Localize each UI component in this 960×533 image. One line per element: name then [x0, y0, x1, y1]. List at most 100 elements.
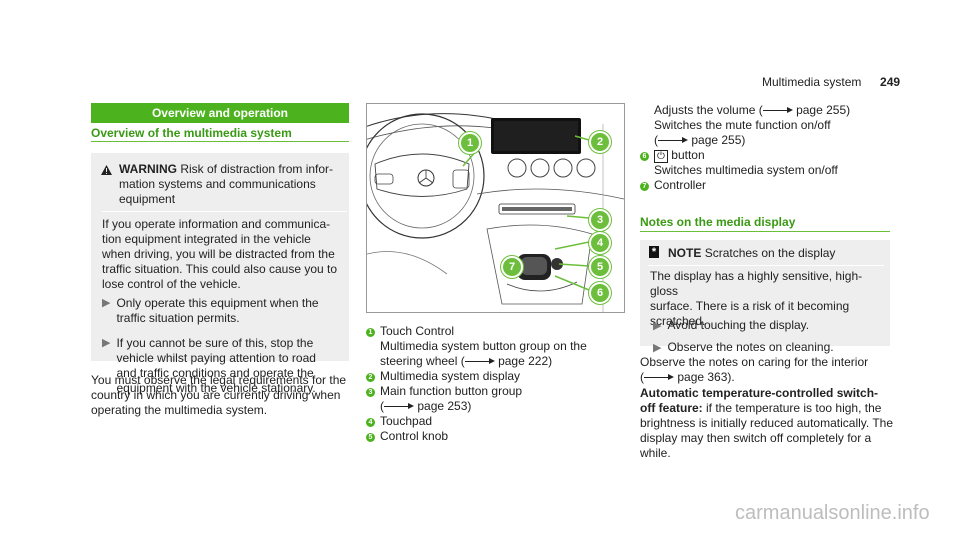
legend-number: 3	[366, 388, 375, 397]
para-line: if the temperature is too high, the	[702, 401, 882, 415]
dashboard-illustration	[367, 113, 624, 312]
warning-body-line: when driving, you will be distracted fro…	[102, 247, 335, 261]
para-line: country in which you are currently drivi…	[91, 388, 341, 402]
arrow-bullet-icon: ▶	[102, 337, 111, 349]
legend-number: 7	[640, 182, 649, 191]
legend-text: Controller	[654, 178, 707, 192]
page-reference-arrow-icon	[762, 107, 793, 114]
bullet-line: equipment with the vehicle stationary.	[116, 381, 316, 395]
section-bar: Overview and operation	[91, 103, 349, 123]
note-asterisk-icon: *	[649, 246, 659, 258]
note-label: NOTE	[668, 246, 702, 260]
legend-item-3: 3 Main function button group ( page 253)	[366, 384, 626, 414]
bullet-line: traffic situation permits.	[116, 311, 240, 325]
running-header: Multimedia system 249	[762, 75, 900, 90]
para-line: brightness is initially reduced automati…	[640, 416, 894, 430]
arrow-bullet-icon: ▶	[653, 342, 662, 354]
subheading: Overview of the multimedia system	[91, 126, 292, 140]
bullet-line: If you cannot be sure of this, stop the	[116, 336, 314, 350]
legend-item-5: 5 Control knob	[366, 429, 626, 444]
legend-text: Multimedia system display	[380, 369, 521, 383]
warning-box: WARNING Risk of distraction from infor- …	[91, 153, 349, 395]
legend-item-4: 4 Touchpad	[366, 414, 626, 429]
callout-1: 1	[459, 132, 481, 154]
para-line: Observe the notes on caring for the inte…	[640, 355, 869, 369]
note-box: * NOTE Scratches on the display The disp…	[640, 240, 890, 354]
page-reference-arrow-icon	[644, 374, 674, 381]
legend-item-6: 6 ⏻ button	[640, 148, 890, 163]
note-body-line: The display has a highly sensitive, high…	[650, 269, 863, 298]
callout-3: 3	[589, 209, 611, 231]
warning-body-line: tion equipment integrated in the vehicle	[102, 232, 311, 246]
legend-item-1: 1 Touch Control Multimedia system button …	[366, 324, 626, 369]
warning-lead: Risk of distraction from infor-	[180, 162, 334, 176]
page-reference[interactable]: page 363).	[677, 370, 735, 384]
notes-heading: Notes on the media display	[640, 215, 796, 229]
bullet-line: Observe the notes on cleaning.	[667, 340, 834, 354]
para-line: You must observe the legal requirements …	[91, 373, 347, 387]
watermark: carmanualsonline.info	[735, 502, 930, 524]
legend-item-7: 7 Controller	[640, 178, 890, 193]
header-section: Multimedia system	[762, 75, 862, 89]
callout-4: 4	[589, 232, 611, 254]
arrow-bullet-icon: ▶	[653, 320, 662, 332]
callout-2: 2	[589, 131, 611, 153]
legal-paragraph: You must observe the legal requirements …	[91, 373, 353, 418]
legend-number: 5	[366, 433, 375, 442]
legend-text: steering wheel (	[380, 354, 465, 368]
page-reference-arrow-icon	[658, 137, 688, 144]
warning-triangle-icon	[101, 164, 112, 179]
warning-body-line: If you operate information and communica…	[102, 217, 331, 231]
legend-text: Switches the mute function on/off	[654, 118, 831, 132]
legend-number: 1	[366, 328, 375, 337]
page-reference-arrow-icon	[384, 403, 414, 410]
para-bold: off feature:	[640, 401, 703, 415]
bullet-line: Only operate this equipment when the	[116, 296, 319, 310]
warning-label: WARNING	[119, 162, 177, 176]
legend-text: button	[671, 148, 705, 162]
para-line: operating the multimedia system.	[91, 403, 268, 417]
legend-text: Touchpad	[380, 414, 433, 428]
page-reference[interactable]: page 255)	[691, 133, 746, 147]
note-body-line: scratched.	[650, 314, 706, 328]
page-reference-arrow-icon	[464, 358, 495, 365]
arrow-bullet-icon: ▶	[102, 297, 111, 309]
legend-text: (	[380, 399, 384, 413]
warning-body-line: lose control of the vehicle.	[102, 277, 241, 291]
para-line: (	[640, 370, 644, 384]
legend-text: Multimedia system button group on the	[380, 339, 587, 353]
callout-7: 7	[501, 256, 523, 278]
legend-text: Control knob	[380, 429, 449, 443]
bullet-line: and traffic conditions and operate the	[116, 366, 314, 380]
legend-text: Switches multimedia system on/off	[654, 163, 838, 177]
note-divider	[648, 265, 884, 266]
bullet-line: Avoid touching the display.	[667, 318, 810, 332]
legend-number: 4	[366, 418, 375, 427]
legend-text: Adjusts the volume (	[654, 103, 763, 117]
page-number: 249	[880, 75, 901, 89]
legend-text: Main function button group	[380, 384, 523, 398]
warning-line: mation systems and communications	[119, 177, 316, 191]
legend-continued: Adjusts the volume ( page 255) Switches …	[640, 103, 890, 193]
legend-text: Touch Control	[380, 324, 455, 338]
page-reference[interactable]: page 222)	[498, 354, 553, 368]
section-title: Overview and operation	[151, 106, 289, 120]
power-icon: ⏻	[654, 150, 668, 163]
subheading-rule	[91, 141, 349, 142]
note-lead: Scratches on the display	[704, 246, 836, 260]
warning-line: equipment	[119, 192, 176, 206]
callout-5: 5	[589, 256, 611, 278]
page-reference[interactable]: page 255)	[796, 103, 851, 117]
care-paragraph: Observe the notes on caring for the inte…	[640, 355, 895, 385]
callout-6: 6	[589, 282, 611, 304]
legend-text: (	[654, 133, 658, 147]
auto-switchoff-paragraph: Automatic temperature-controlled switch-…	[640, 386, 900, 461]
dashboard-figure: 1 2 3 4 5 6 7	[366, 103, 625, 313]
page-reference[interactable]: page 253)	[417, 399, 472, 413]
warning-divider	[102, 211, 347, 212]
para-bold: Automatic temperature-controlled switch-	[640, 386, 879, 400]
warning-body-line: traffic situation. This could also cause…	[102, 262, 338, 276]
legend-number: 2	[366, 373, 375, 382]
legend-number: 6	[640, 152, 649, 161]
para-line: while.	[640, 446, 671, 460]
